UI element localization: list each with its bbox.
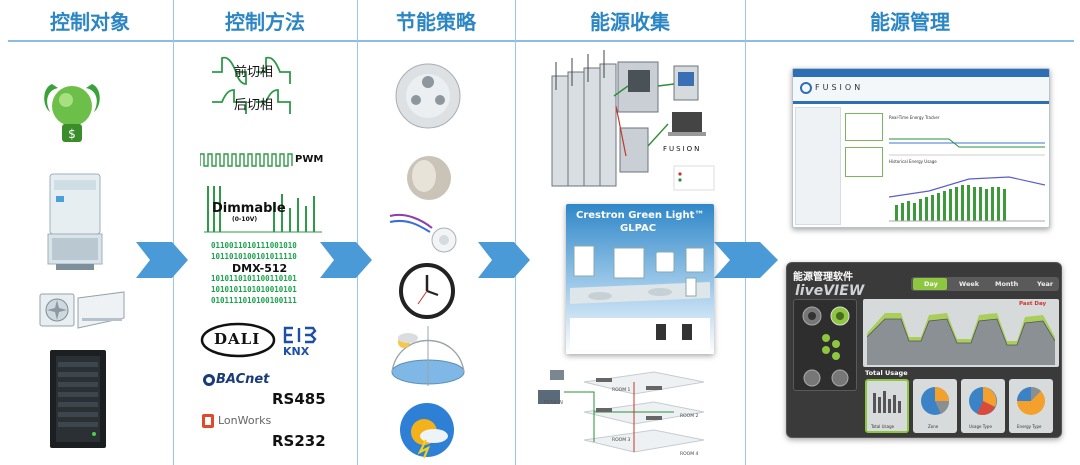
leading-phase-label: 前切相 [234,65,274,80]
header-control-methods: 控制方法 [225,9,305,34]
bacnet-logo-icon [203,374,215,386]
window-titlebar [793,69,1049,77]
binary-line: 0101111010100100111 [211,296,297,305]
liveview-tab-bar [911,277,1059,291]
zone-pie-chart [921,387,950,415]
fusion-small-label: FUSION [663,145,702,153]
usage-card-total[interactable] [865,379,909,433]
cabinet-icon [47,173,103,270]
dimmable-sub-label: (0-10V) [232,216,258,223]
column-separator [745,0,746,465]
fusion-historical-label: Historical Energy Usage [889,159,937,164]
fusion-widget [845,113,883,141]
column-separator [515,0,516,465]
flow-arrow-icon [478,242,530,278]
dimmable-signal-icon [204,186,322,233]
usage-card-label: Usage Type [969,424,992,429]
liveview-knobs [802,306,850,387]
fusion-nav-bar [793,101,1049,104]
header-divider [8,40,1074,42]
fusion-logo-icon [800,82,812,94]
usage-card-label: Energy Type [1017,424,1042,429]
lonworks-label: LonWorks [218,414,272,427]
phase-cut-waveform-icon [212,56,291,114]
liveview-total-usage: Total Usage [865,369,908,377]
server-rack-icon [50,350,106,448]
green-light-panel: Crestron Green Light™ GLPAC [566,204,714,354]
header-control-objects: 控制对象 [50,9,130,34]
occupancy-sensor-icon [395,63,461,129]
trailing-phase-label: 后切相 [234,98,274,113]
room-label: ROOM 4 [680,452,699,457]
binary-line: 1010110101100110101 [211,274,297,283]
pwm-label: PWM [295,154,324,165]
binary-line: 1011010100101011110 [211,252,297,261]
header-energy-strategy: 节能策略 [396,9,476,34]
liveview-usage-chart [867,313,1055,365]
green-light-title: Crestron Green Light™ [576,210,705,221]
clock-icon [399,263,455,319]
flow-arrow-icon [320,242,372,278]
dmx-label: DMX-512 [230,262,290,275]
dali-logo-icon [200,322,276,358]
header-energy-management: 能源管理 [870,9,950,34]
electrical-panels-illustration [551,50,715,191]
liveview-past-day: Past Day [1019,301,1047,307]
lonworks-logo-icon [202,414,214,428]
realtime-chart [889,138,1045,156]
flow-arrow-icon [714,242,778,278]
liveview-window: 能源管理软件 liveVIEW Day Week Month Year Past… [786,262,1062,438]
tab-week[interactable]: Week [959,280,980,288]
daylight-sensor-icon [407,156,451,200]
photocell-sensor-icon [389,214,457,253]
rooms-network-diagram [538,370,705,453]
eib-logo-icon [283,326,317,344]
bacnet-label: BACnet [216,372,270,387]
svg-text:$: $ [68,127,76,141]
weather-globe-icon [400,403,454,459]
flow-arrow-icon [136,242,188,278]
usage-card-total-chart [873,391,901,413]
tab-day[interactable]: Day [924,280,938,288]
header-energy-collection: 能源收集 [590,9,670,34]
knx-label: KNX [283,345,310,358]
pwm-waveform-icon [200,153,293,167]
room-label: ROOM 2 [680,414,699,419]
liveview-logo: liveVIEW [795,283,865,299]
dali-label: DALI [214,330,261,348]
fusion-tree-pane [795,107,841,225]
fusion-chart-title: Real-Time Energy Tracker [889,115,940,120]
fusion-app-window: FUSION Real-Time Energy Tracker Historic… [792,68,1050,228]
liveview-title: 能源管理软件 [793,272,853,283]
air-conditioner-icon [39,291,125,329]
fusion-header [793,77,1049,101]
dimmable-label: Dimmable [212,201,286,216]
usage-type-pie-chart [969,387,997,416]
binary-line: 0110011010111001010 [211,241,297,250]
tab-month[interactable]: Month [995,280,1019,288]
tab-year[interactable]: Year [1037,280,1054,288]
column-header-bar: 控制对象 控制方法 节能策略 能源收集 能源管理 [0,0,1080,40]
liveview-control-panel [793,299,857,391]
usage-card-label: Zone [928,424,939,429]
rs485-label: RS485 [272,390,326,408]
fusion-app-title: FUSION [815,83,864,92]
sun-path-icon [391,326,465,386]
usage-card-label: Total Usage [871,424,895,429]
room-label: ROOM 3 [612,438,631,443]
green-light-sub: GLPAC [620,223,657,234]
fusion-widget [845,147,883,177]
binary-line: 1010101101010010101 [211,285,297,294]
column-separator [173,0,174,465]
energy-type-pie-chart [1017,386,1045,415]
historical-chart [889,176,1045,222]
green-light-diagram [570,245,710,350]
green-bulb-icon: $ [44,84,100,142]
liveview-tab-active-bg [913,278,947,290]
room-label: ROOM 1 [612,388,631,393]
rs232-label: RS232 [272,432,326,450]
column-separator [357,0,358,465]
fusion-network-label: FUSION [544,400,563,406]
